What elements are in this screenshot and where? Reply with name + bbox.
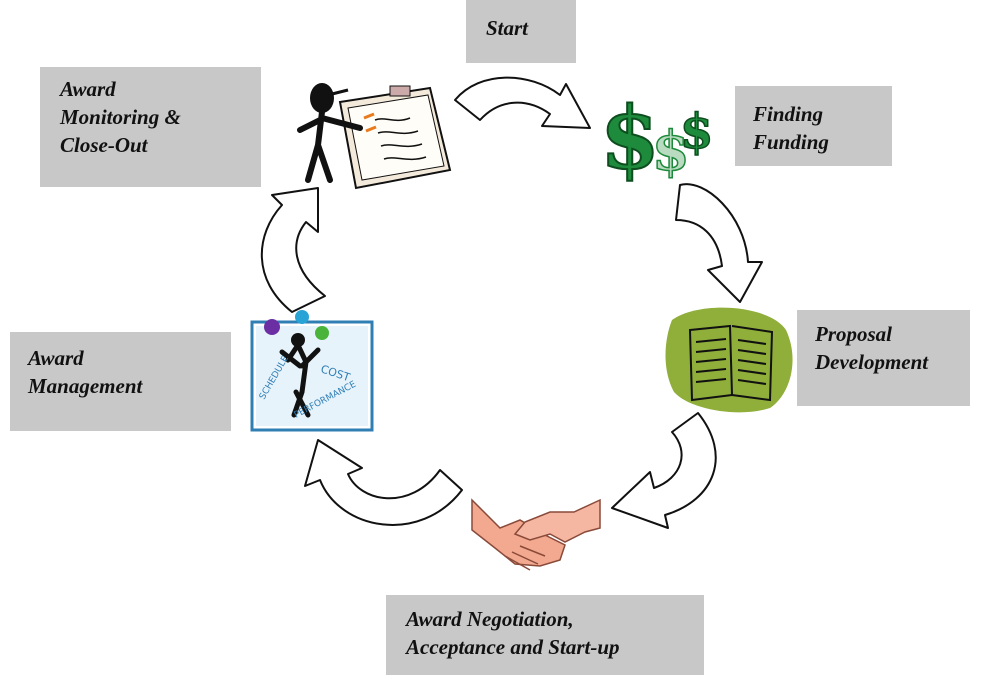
stage-label-line: Management: [28, 374, 143, 398]
stage-label-award-monitoring: Award Monitoring & Close-Out: [40, 67, 261, 187]
money-symbol: $: [600, 88, 660, 189]
curved-arrow-icon: [675, 183, 763, 303]
money-icon: $ $ $: [599, 87, 714, 190]
open-book-icon: [665, 307, 793, 413]
ball-icon: [315, 326, 329, 340]
juggler-figure: [279, 339, 321, 418]
stage-label-award-negotiation: Award Negotiation, Acceptance and Start-…: [386, 595, 704, 675]
handshake-icon: [471, 498, 601, 571]
stage-label-line: Award: [28, 346, 84, 370]
ball-icon: [264, 319, 280, 335]
stage-label-proposal-development: Proposal Development: [797, 310, 970, 406]
money-symbol: $: [680, 104, 713, 160]
stage-label-line: Funding: [753, 130, 829, 154]
stage-label-line: Start: [486, 16, 529, 40]
stage-label-line: Close-Out: [60, 133, 148, 157]
schedule-cost-performance-icon: COST SCHEDULE PERFORMANCE: [250, 310, 374, 432]
stage-label-line: Award: [60, 77, 116, 101]
stage-label-line: Finding: [753, 102, 824, 126]
stage-label-line: Development: [815, 350, 929, 374]
curved-arrow-icon: [454, 76, 591, 129]
curved-arrow-icon: [304, 439, 463, 526]
curved-arrow-icon: [260, 187, 326, 313]
stage-label-award-management: Award Management: [10, 332, 231, 431]
ball-icon: [295, 310, 309, 324]
stage-label-line: Proposal: [815, 322, 893, 346]
money-symbol: $: [652, 119, 690, 183]
cycle-arrows: [260, 76, 763, 529]
stage-label-finding-funding: Finding Funding: [735, 86, 892, 166]
person-clipboard-icon: [297, 83, 452, 190]
stage-label-start: Start: [466, 0, 576, 63]
stage-label-line: Monitoring &: [60, 105, 181, 129]
curved-arrow-icon: [611, 412, 717, 529]
stage-label-line: Award Negotiation,: [406, 607, 574, 631]
stage-label-line: Acceptance and Start-up: [406, 635, 620, 659]
